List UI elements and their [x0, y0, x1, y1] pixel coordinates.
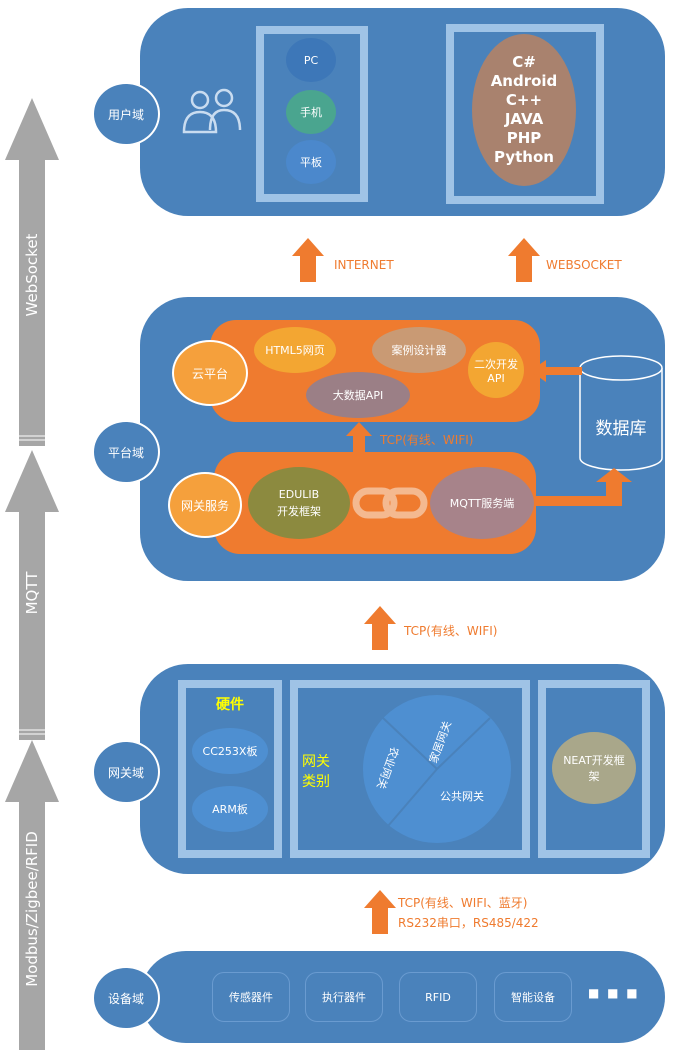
device-pc: PC	[286, 38, 336, 82]
public-gateway: 公共网关	[440, 790, 484, 803]
device-domain-label: 设备域	[92, 966, 160, 1030]
tcp-inner-label: TCP(有线、WIFI)	[380, 433, 474, 447]
edulib-line1: EDULIB	[278, 488, 320, 501]
device-actuator: 执行器件	[305, 972, 383, 1022]
gateway-category-pie	[363, 695, 511, 843]
bigdata-api: 大数据API	[306, 372, 410, 418]
arm-board: ARM板	[192, 786, 268, 832]
hardware-title: 硬件	[216, 697, 244, 713]
lang-android: Android	[490, 72, 558, 90]
case-designer: 案例设计器	[372, 327, 466, 373]
mqtt-server: MQTT服务端	[430, 467, 534, 539]
gateway-category-title: 网关 类别	[302, 752, 330, 792]
db-to-api-arrow	[530, 360, 582, 382]
cc253x-board: CC253X板	[192, 728, 268, 774]
tcp-mid-arrow-icon	[364, 606, 396, 650]
device-tablet: 平板	[286, 140, 336, 184]
device-smart: 智能设备	[494, 972, 572, 1022]
users-icon	[182, 88, 242, 134]
edulib-framework: EDULIB 开发框架	[248, 467, 350, 539]
websocket-link-label: WEBSOCKET	[546, 258, 622, 272]
modbus-arrow	[5, 740, 59, 1050]
language-frame	[446, 24, 604, 204]
tcp-bottom-label-2: RS232串口，RS485/422	[398, 916, 539, 930]
more-devices: ■ ■ ■	[588, 986, 640, 1000]
lang-cpp: C++	[505, 91, 543, 109]
device-rfid: RFID	[399, 972, 477, 1022]
device-phone: 手机	[286, 90, 336, 134]
websocket-label: WebSocket	[23, 233, 41, 317]
device-sensor: 传感器件	[212, 972, 290, 1022]
mqtt-label: MQTT	[23, 571, 41, 615]
tcp-mid-label: TCP(有线、WIFI)	[404, 624, 498, 638]
internet-arrow-icon	[292, 238, 324, 282]
websocket-arrow	[5, 98, 59, 446]
gateway-service: 网关服务	[168, 472, 242, 538]
language-list: C# Android C++ JAVA PHP Python	[472, 34, 576, 186]
category-title-line2: 类别	[302, 774, 330, 790]
modbus-label: Modbus/Zigbee/RFID	[23, 831, 41, 987]
category-title-line1: 网关	[302, 754, 330, 770]
tcp-bottom-arrow-icon	[364, 890, 396, 934]
internet-label: INTERNET	[334, 258, 394, 272]
side-arrows	[5, 98, 59, 1050]
websocket-arrow-icon	[508, 238, 540, 282]
lang-csharp: C#	[512, 53, 536, 71]
database-icon	[579, 355, 663, 471]
user-domain-label: 用户域	[92, 82, 160, 146]
mqtt-to-db-arrow	[534, 468, 632, 506]
chain-link-icon	[352, 487, 428, 519]
secondary-api: 二次开发API	[468, 342, 524, 398]
device-frame	[256, 26, 368, 202]
edulib-line2: 开发框架	[277, 505, 321, 518]
user-domain-panel	[140, 8, 665, 216]
gateway-domain-label: 网关域	[92, 740, 160, 804]
cloud-platform: 云平台	[172, 340, 248, 406]
lang-php: PHP	[506, 129, 542, 147]
mqtt-arrow	[5, 450, 59, 740]
neat-framework: NEAT开发框架	[552, 732, 636, 804]
neat-frame	[538, 680, 650, 858]
html5-page: HTML5网页	[254, 327, 336, 373]
database-label: 数据库	[595, 419, 647, 439]
lang-python: Python	[494, 148, 554, 166]
tcp-bottom-label-1: TCP(有线、WIFI、蓝牙)	[398, 896, 528, 910]
hardware-frame	[178, 680, 282, 858]
gateway-category-frame	[290, 680, 530, 858]
lang-java: JAVA	[504, 110, 544, 128]
inner-up-arrow-icon	[346, 422, 372, 452]
platform-domain-label: 平台域	[92, 420, 160, 484]
